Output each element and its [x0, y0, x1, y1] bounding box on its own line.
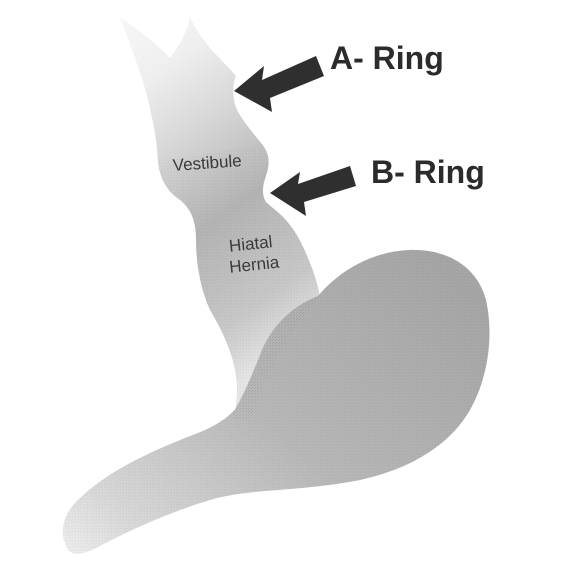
b-ring-label: B- Ring — [371, 154, 485, 190]
stomach-texture — [62, 249, 490, 554]
a-ring-arrow-icon — [234, 56, 324, 112]
a-ring-label: A- Ring — [330, 40, 444, 76]
hiatal-hernia-label: Hiatal Hernia — [226, 231, 280, 279]
b-ring-arrow-icon — [270, 166, 356, 216]
